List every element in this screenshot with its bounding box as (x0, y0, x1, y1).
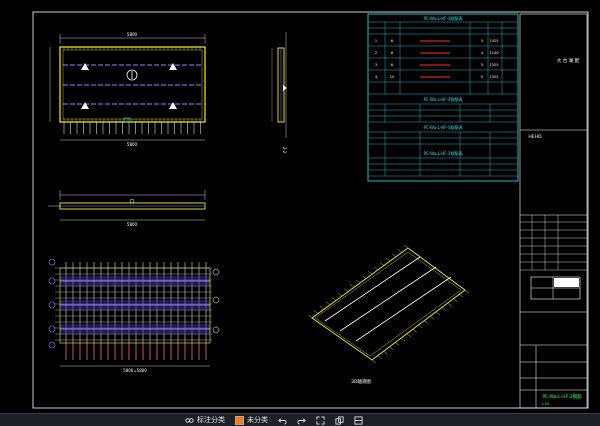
project-name: 大 台 湖 配 (557, 57, 580, 64)
category-grid-icon (185, 417, 194, 423)
table-cell: 2 (375, 51, 377, 55)
cad-drawing-canvas[interactable]: 5800 5800 2-2 (0, 0, 600, 413)
iso-caption: 3D轴测图 (351, 378, 371, 385)
iso-edge-tick (361, 275, 367, 279)
iso-edge-tick (389, 346, 394, 351)
iso-edge-tick (418, 324, 423, 329)
iso-edge-tick (313, 310, 319, 314)
iso-edge-tick (307, 314, 313, 319)
fullscreen-icon (316, 415, 325, 425)
table-row: 1 6 5 1425 (375, 39, 499, 43)
table-cell: 5 (481, 75, 483, 79)
iso-edge-tick (349, 284, 355, 288)
elevation-view: 5800 (48, 190, 206, 227)
iso-edge-tick (325, 301, 331, 306)
side-section-view: 2-2 (271, 32, 287, 154)
svg-text:2-2: 2-2 (282, 147, 287, 154)
bottom-toolbar: 标注分类 未分类 (0, 413, 600, 426)
layers-button[interactable] (349, 415, 368, 426)
table-cell: 4 (481, 51, 484, 55)
table-cell: 3 (375, 63, 377, 67)
table-cell: 8 (391, 63, 393, 67)
iso-edge-tick (464, 289, 470, 294)
elevation-dim: 5800 (127, 222, 138, 227)
table-mid-title: PC-Wa-L-HF-3钢筋表 (424, 96, 463, 102)
iso-edge-tick (430, 316, 435, 320)
copy-button[interactable] (330, 415, 349, 426)
rebar-schedule-table: PC-Wa-L-HF-3钢筋表 1 6 5 1425 2 8 4 1140 3 8 5 1525 4 10… (367, 13, 519, 182)
iso-edge-tick (412, 329, 417, 333)
table-row: 2 8 4 1140 (375, 51, 499, 55)
iso-edge-tick (377, 355, 382, 359)
iso-edge-tick (367, 271, 373, 275)
iso-edge-tick (400, 337, 406, 342)
iso-edge-tick (331, 297, 337, 301)
iso-edge-tick (397, 249, 403, 253)
copy-icon (335, 415, 344, 425)
layers-icon (354, 415, 363, 425)
drawing-scale: 1:50 (541, 402, 549, 406)
uncategorized-button[interactable]: 未分类 (230, 415, 273, 426)
annotation-category-label: 标注分类 (197, 416, 225, 424)
iso-edge-tick (373, 266, 379, 271)
annotation-category-button[interactable]: 标注分类 (180, 415, 230, 426)
title-block: 大 台 湖 配 HEHO PC-Wa-L-HF-3钢筋 1:50 (519, 13, 588, 409)
table-low-title: PC-Wa-L-HF-3钢筋表 (424, 124, 463, 130)
uncategorized-label: 未分类 (247, 416, 268, 424)
rebar-dim: 5800=5800 (123, 368, 147, 373)
table-cell: 1140 (490, 51, 499, 55)
table-cell: 1525 (490, 75, 499, 79)
iso-edge-tick (453, 298, 458, 302)
table-cell: 5 (481, 63, 483, 67)
table-cell: 1525 (490, 63, 499, 67)
iso-edge-tick (406, 333, 411, 337)
redo-button[interactable] (292, 415, 311, 426)
iso-edge-tick (383, 351, 388, 355)
svg-text:PC-Wa-L-HF-3钢筋表: PC-Wa-L-HF-3钢筋表 (424, 150, 463, 156)
iso-edge-tick (424, 320, 429, 324)
plan-dim-top: 5800 (127, 32, 138, 37)
table-row: 3 8 5 1525 (375, 63, 499, 67)
iso-edge-tick (435, 311, 441, 316)
fullscreen-button[interactable] (311, 415, 330, 426)
iso-edge-tick (379, 262, 385, 266)
iso-edge-tick (441, 307, 446, 311)
table-cell: 4 (375, 75, 378, 79)
table-cell: 1425 (490, 39, 499, 43)
rebar-layout-view: 5800=5800 (48, 258, 220, 373)
table-cell: 8 (391, 51, 393, 55)
iso-edge-tick (343, 288, 349, 292)
table-cell: 5 (481, 39, 483, 43)
color-swatch-icon (235, 415, 244, 425)
iso-edge-tick (403, 244, 409, 249)
plan-view: 5800 5800 (49, 32, 206, 147)
iso-edge-tick (319, 306, 325, 310)
table-top-title: PC-Wa-L-HF-3钢筋表 (424, 15, 463, 21)
table-row: 4 10 5 1525 (375, 75, 499, 79)
sheet-label: HEHO (528, 134, 542, 140)
sheet-frame (32, 11, 589, 409)
table-cell: 1 (375, 39, 377, 43)
iso-edge-tick (391, 253, 397, 257)
undo-button[interactable] (273, 415, 292, 426)
plan-dim-bottom: 5800 (127, 142, 138, 147)
iso-edge-tick (337, 292, 343, 297)
iso-edge-tick (395, 342, 400, 346)
iso-edge-tick (355, 279, 361, 284)
iso-edge-tick (459, 294, 464, 298)
table-cell: 6 (391, 39, 393, 43)
isometric-view: 3D轴测图 (307, 244, 470, 385)
iso-edge-tick (447, 302, 452, 307)
iso-edge-tick (385, 257, 391, 262)
table-cell: 10 (390, 75, 394, 79)
drawing-number: PC-Wa-L-HF-3钢筋 (542, 393, 582, 400)
undo-icon (278, 417, 287, 425)
iso-edge-tick (371, 359, 377, 364)
redo-icon (297, 417, 306, 425)
